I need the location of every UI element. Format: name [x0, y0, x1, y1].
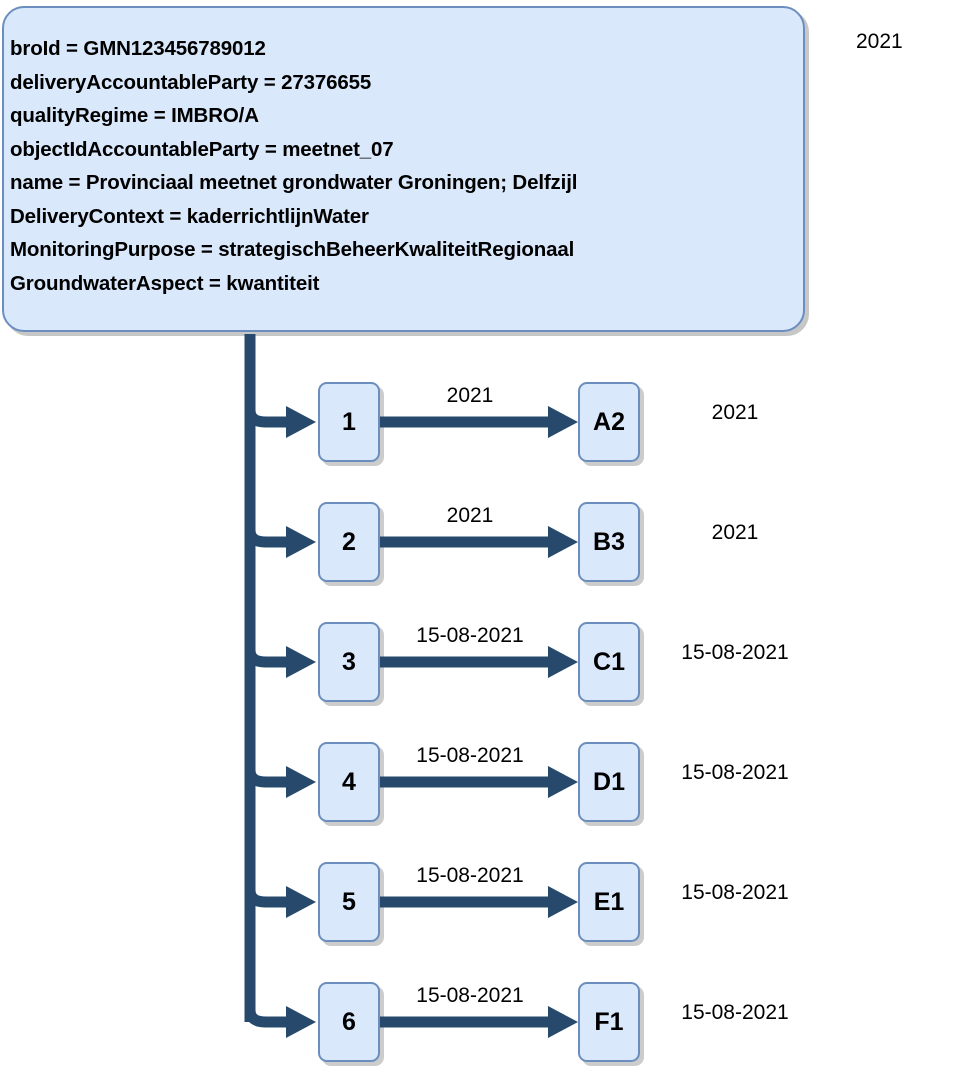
source-node[interactable]: 3: [318, 622, 380, 702]
trailing-label: 15-08-2021: [681, 1001, 789, 1024]
attribute-line-delivery-context: DeliveryContext = kaderrichtlijnWater: [10, 204, 369, 228]
top-right-year-label: 2021: [856, 30, 903, 53]
row-arrow: [380, 526, 578, 558]
attribute-line-delivery-accountable-party: deliveryAccountableParty = 27376655: [10, 70, 372, 94]
row-arrow: [380, 886, 578, 918]
target-node[interactable]: C1: [578, 622, 640, 702]
target-node[interactable]: D1: [578, 742, 640, 822]
table-row: 6 15-08-2021 F1 15-08-2021: [0, 972, 960, 1072]
source-node[interactable]: 1: [318, 382, 380, 462]
trailing-label: 2021: [711, 401, 759, 424]
trailing-label: 15-08-2021: [681, 761, 789, 784]
trailing-label: 15-08-2021: [681, 881, 789, 904]
edge-label: 2021: [446, 504, 494, 527]
row-arrow: [380, 1006, 578, 1038]
source-node[interactable]: 5: [318, 862, 380, 942]
monitoring-network-attribute-box: broId = GMN123456789012 deliveryAccounta…: [2, 6, 805, 332]
source-node[interactable]: 4: [318, 742, 380, 822]
attribute-line-broid: broId = GMN123456789012: [10, 37, 266, 60]
target-node[interactable]: A2: [578, 382, 640, 462]
trailing-label: 2021: [711, 521, 759, 544]
row-arrow: [380, 646, 578, 678]
table-row: 4 15-08-2021 D1 15-08-2021: [0, 732, 960, 832]
attribute-line-object-id-accountable-party: objectIdAccountableParty = meetnet_07: [10, 137, 394, 161]
source-node[interactable]: 6: [318, 982, 380, 1062]
edge-label: 15-08-2021: [416, 864, 524, 887]
table-row: 5 15-08-2021 E1 15-08-2021: [0, 852, 960, 952]
row-arrow: [380, 766, 578, 798]
attribute-line-monitoring-purpose: MonitoringPurpose = strategischBeheerKwa…: [10, 238, 575, 261]
target-node[interactable]: F1: [578, 982, 640, 1062]
table-row: 1 2021 A2 2021: [0, 372, 960, 472]
edge-label: 15-08-2021: [416, 744, 524, 767]
edge-label: 15-08-2021: [416, 624, 524, 647]
attribute-line-name: name = Provinciaal meetnet grondwater Gr…: [10, 171, 578, 194]
edge-label: 15-08-2021: [416, 984, 524, 1007]
source-node[interactable]: 2: [318, 502, 380, 582]
table-row: 3 15-08-2021 C1 15-08-2021: [0, 612, 960, 712]
attribute-line-groundwater-aspect: GroundwaterAspect = kwantiteit: [10, 271, 320, 295]
trailing-label: 15-08-2021: [681, 641, 789, 664]
attribute-line-quality-regime: qualityRegime = IMBRO/A: [10, 104, 259, 127]
edge-label: 2021: [446, 384, 494, 407]
target-node[interactable]: B3: [578, 502, 640, 582]
row-arrow: [380, 406, 578, 438]
table-row: 2 2021 B3 2021: [0, 492, 960, 592]
attribute-list: broId = GMN123456789012 deliveryAccounta…: [10, 32, 799, 300]
target-node[interactable]: E1: [578, 862, 640, 942]
